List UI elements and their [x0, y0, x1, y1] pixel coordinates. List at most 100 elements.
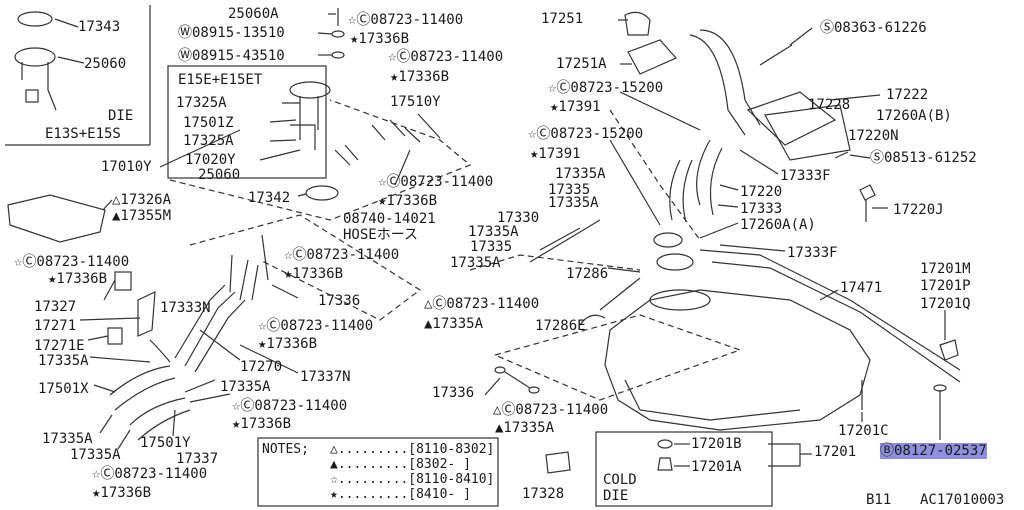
part-label[interactable]: 17325A [176, 95, 227, 111]
part-label[interactable]: 17286 [566, 266, 609, 282]
part-label[interactable]: Ⓦ08915-13510 [178, 25, 285, 41]
part-label[interactable]: ☆Ⓒ08723-15200 [548, 80, 664, 96]
part-label[interactable]: 08740-14021 [343, 211, 436, 227]
part-label[interactable]: 17335A [468, 224, 519, 240]
part-label[interactable]: 17201B [691, 436, 742, 452]
part-label[interactable]: ★17336B [48, 271, 108, 287]
part-label[interactable]: 17510Y [390, 94, 441, 110]
part-label[interactable]: 17201C [838, 423, 889, 439]
part-label[interactable]: 17228 [808, 97, 851, 113]
part-label[interactable]: 25060A [228, 6, 279, 22]
part-label[interactable]: ☆Ⓒ08723-11400 [284, 247, 400, 263]
part-label[interactable]: E15E+E15ET [178, 72, 263, 88]
part-label[interactable]: ▲17335A [424, 316, 484, 332]
part-label[interactable]: 17333F [780, 168, 831, 184]
part-label[interactable]: ★17336B [390, 69, 450, 85]
part-label[interactable]: 17260A(B) [876, 108, 952, 124]
part-label[interactable]: 17335A [548, 195, 599, 211]
leader-line [269, 119, 297, 123]
part-label[interactable]: 17335A [42, 431, 93, 447]
part-label[interactable]: 17201A [691, 459, 742, 475]
part-label[interactable]: 17342 [248, 190, 291, 206]
part-label[interactable]: HOSEホース [343, 227, 419, 243]
part-label[interactable]: 17335 [548, 182, 591, 198]
part-label[interactable]: 17501Y [140, 435, 191, 451]
plate-17251a [627, 39, 677, 75]
part-label[interactable]: △Ⓒ08723-11400 [493, 402, 609, 418]
part-label[interactable]: 17337N [300, 369, 351, 385]
part-label[interactable]: 17337 [176, 451, 219, 467]
part-label[interactable]: 17333N [160, 300, 211, 316]
part-label[interactable]: 17260A(A) [740, 217, 816, 233]
part-label[interactable]: ☆Ⓒ08723-11400 [378, 174, 494, 190]
part-label[interactable]: ▲17355M [112, 208, 172, 224]
bracket-17201 [768, 443, 812, 467]
part-label[interactable]: 17251A [556, 56, 607, 72]
part-label[interactable]: ★17391 [550, 99, 601, 115]
part-label[interactable]: 17201M [920, 261, 971, 277]
part-label[interactable]: ☆Ⓒ08723-11400 [388, 49, 504, 65]
part-label[interactable]: 17336 [318, 293, 361, 309]
part-label[interactable]: △Ⓒ08723-11400 [424, 296, 540, 312]
notes-row-1: ▲.........[8302- ] [330, 457, 471, 472]
part-label[interactable]: 17201P [920, 278, 971, 294]
part-label[interactable]: △17326A [112, 192, 172, 208]
part-label[interactable]: 17222 [886, 87, 929, 103]
part-label[interactable]: 17020Y [185, 152, 236, 168]
part-label[interactable]: 17286E [535, 318, 586, 334]
part-label[interactable]: 17271E [34, 338, 85, 354]
part-label[interactable]: 17220 [740, 184, 783, 200]
part-label[interactable]: 17335 [470, 239, 513, 255]
leader-line [717, 204, 739, 208]
part-label[interactable]: 17343 [78, 19, 121, 35]
part-label[interactable]: Ⓢ08363-61226 [820, 20, 927, 36]
part-label[interactable]: 17335A [38, 353, 89, 369]
part-label[interactable]: ☆Ⓒ08723-11400 [92, 466, 208, 482]
part-label[interactable]: 17327 [34, 299, 77, 315]
part-label[interactable]: 25060 [198, 167, 241, 183]
part-label[interactable]: 17333F [787, 245, 838, 261]
part-label[interactable]: ★17336B [258, 336, 318, 352]
part-label[interactable]: 17471 [840, 280, 883, 296]
part-label[interactable]: COLD [603, 472, 637, 488]
part-label[interactable]: 17335A [70, 447, 121, 463]
part-label[interactable]: ☆Ⓒ08723-15200 [528, 126, 644, 142]
part-label[interactable]: 17010Y [101, 159, 152, 175]
part-label[interactable]: Ⓢ08513-61252 [870, 150, 977, 166]
part-label[interactable]: 17335A [220, 379, 271, 395]
part-label[interactable]: 17333 [740, 201, 783, 217]
part-label[interactable]: 17501Z [183, 115, 234, 131]
part-label[interactable]: 17336 [432, 385, 475, 401]
part-label[interactable]: ★17336B [92, 485, 152, 501]
part-label[interactable]: ☆Ⓒ08723-11400 [232, 398, 348, 414]
part-label[interactable]: ☆Ⓒ08723-11400 [348, 12, 464, 28]
part-label[interactable]: ★17336B [378, 193, 438, 209]
part-label[interactable]: ☆Ⓒ08723-11400 [258, 318, 374, 334]
part-label[interactable]: E13S+E15S [45, 126, 121, 142]
part-label[interactable]: ★17336B [232, 416, 292, 432]
part-label[interactable]: ★17336B [284, 266, 344, 282]
part-label[interactable]: DIE [603, 488, 629, 504]
part-label[interactable]: DIE [108, 108, 134, 124]
part-label[interactable]: Ⓦ08915-43510 [178, 48, 285, 64]
part-label[interactable]: 17328 [522, 486, 565, 502]
part-label[interactable]: ▲17335A [495, 420, 555, 436]
notes-row-3: ★.........[8410- ] [330, 487, 471, 502]
part-label[interactable]: 17251 [541, 11, 584, 27]
part-label[interactable]: 25060 [84, 56, 127, 72]
part-label[interactable]: ★17336B [350, 31, 410, 47]
callout-08127-02537[interactable]: Ⓑ08127-02537 [880, 443, 987, 459]
part-label[interactable]: 17325A [183, 133, 234, 149]
part-label[interactable]: 17330 [497, 210, 540, 226]
part-label[interactable]: 17335A [450, 255, 501, 271]
part-label[interactable]: 17270 [240, 359, 283, 375]
part-label[interactable]: 17201 [814, 444, 857, 460]
part-label[interactable]: 17220J [893, 202, 944, 218]
part-label[interactable]: 17501X [38, 381, 89, 397]
part-label[interactable]: 17201Q [920, 296, 971, 312]
part-label[interactable]: ★17391 [530, 146, 581, 162]
part-label[interactable]: 17335A [555, 166, 606, 182]
part-label[interactable]: ☆Ⓒ08723-11400 [14, 254, 130, 270]
part-label[interactable]: 17220N [848, 128, 899, 144]
part-label[interactable]: 17271 [34, 318, 77, 334]
